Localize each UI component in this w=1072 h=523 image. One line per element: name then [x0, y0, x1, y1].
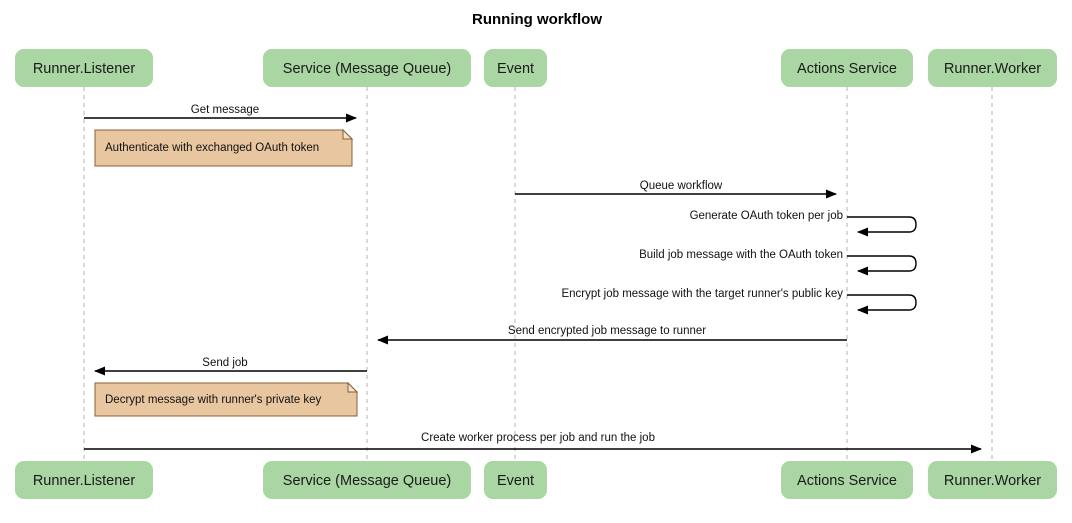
notes-layer: Authenticate with exchanged OAuth tokenD… [94, 128, 359, 417]
participant-label: Event [497, 61, 534, 77]
note-label: Decrypt message with runner's private ke… [105, 394, 322, 406]
message-self-loop-path [847, 216, 917, 237]
participant-label: Runner.Worker [944, 473, 1041, 489]
participant-label: Event [497, 473, 534, 489]
participant-label: Runner.Worker [944, 61, 1041, 77]
message-self-loop-path [847, 255, 917, 276]
participant-label: Actions Service [797, 473, 897, 489]
participant-box [15, 461, 153, 499]
note-body [94, 129, 353, 167]
note-fold-corner [347, 381, 359, 393]
message-build-job-message[interactable]: Build job message with the OAuth token [639, 249, 917, 276]
participant-box [263, 461, 471, 499]
participant-service-mq-bottom[interactable]: Service (Message Queue) [263, 461, 471, 499]
participant-actions-service-bottom[interactable]: Actions Service [781, 461, 913, 499]
message-label: Build job message with the OAuth token [639, 249, 843, 261]
message-label: Encrypt job message with the target runn… [561, 288, 843, 300]
note-label: Authenticate with exchanged OAuth token [105, 142, 319, 154]
participant-runner-listener-top[interactable]: Runner.Listener [15, 49, 153, 87]
lifelines-layer [83, 87, 993, 461]
participant-box [928, 461, 1057, 499]
message-create-worker-process[interactable]: Create worker process per job and run th… [84, 432, 982, 454]
message-label: Generate OAuth token per job [690, 210, 843, 222]
participant-box [781, 461, 913, 499]
participant-box [484, 49, 547, 87]
participant-event-top[interactable]: Event [484, 49, 547, 87]
message-label: Send job [202, 357, 247, 369]
page-title: Running workflow [472, 11, 602, 28]
message-queue-workflow[interactable]: Queue workflow [515, 180, 837, 199]
message-label: Create worker process per job and run th… [421, 432, 655, 444]
participant-runner-worker-top[interactable]: Runner.Worker [928, 49, 1057, 87]
message-self-loop-path [847, 294, 917, 315]
note-authenticate-note: Authenticate with exchanged OAuth token [94, 128, 354, 167]
participant-label: Actions Service [797, 61, 897, 77]
participant-box [484, 461, 547, 499]
note-body [94, 382, 358, 417]
message-label: Get message [191, 104, 259, 116]
participant-actions-service-top[interactable]: Actions Service [781, 49, 913, 87]
message-send-job[interactable]: Send job [94, 357, 367, 376]
participant-runner-listener-bottom[interactable]: Runner.Listener [15, 461, 153, 499]
participant-service-mq-top[interactable]: Service (Message Queue) [263, 49, 471, 87]
note-fold-corner [342, 128, 354, 140]
message-label: Queue workflow [640, 180, 723, 192]
message-label: Send encrypted job message to runner [508, 325, 706, 337]
participant-label: Runner.Listener [33, 473, 136, 489]
message-generate-oauth-token[interactable]: Generate OAuth token per job [690, 210, 917, 237]
note-decrypt-note: Decrypt message with runner's private ke… [94, 381, 359, 417]
participant-label: Service (Message Queue) [283, 473, 451, 489]
message-send-encrypted-job-message[interactable]: Send encrypted job message to runner [377, 325, 847, 345]
participant-box [928, 49, 1057, 87]
participant-event-bottom[interactable]: Event [484, 461, 547, 499]
participant-runner-worker-bottom[interactable]: Runner.Worker [928, 461, 1057, 499]
message-get-message[interactable]: Get message [84, 104, 357, 123]
participant-label: Service (Message Queue) [283, 61, 451, 77]
message-encrypt-job-message[interactable]: Encrypt job message with the target runn… [561, 288, 917, 315]
participant-label: Runner.Listener [33, 61, 136, 77]
participant-box [263, 49, 471, 87]
participant-box [15, 49, 153, 87]
participant-box [781, 49, 913, 87]
